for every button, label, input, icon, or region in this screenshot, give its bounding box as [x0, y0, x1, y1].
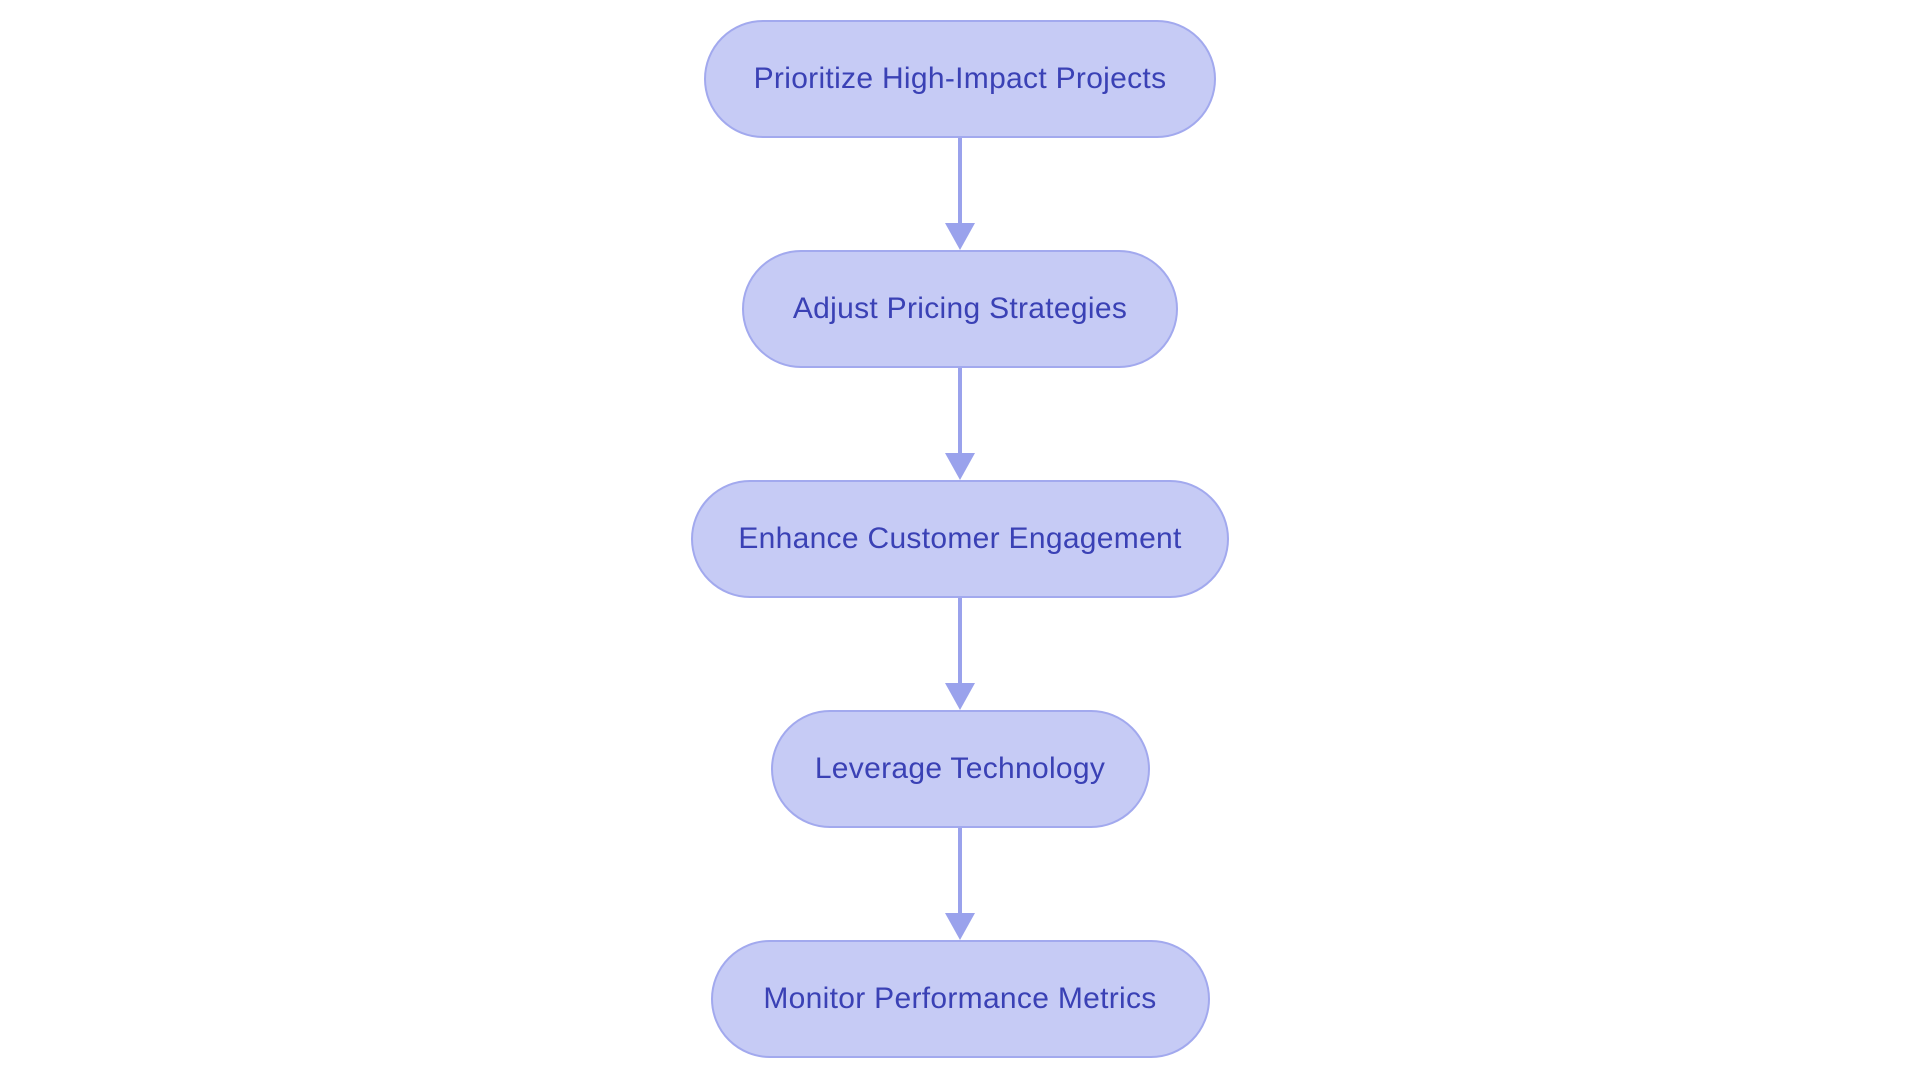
flow-node-label: Enhance Customer Engagement — [738, 522, 1182, 555]
arrow-line — [958, 828, 962, 915]
flow-arrow-n2-n3 — [944, 368, 976, 480]
flow-node-label: Monitor Performance Metrics — [763, 982, 1157, 1015]
flow-node-label: Prioritize High-Impact Projects — [753, 62, 1167, 95]
arrowhead-down-icon — [945, 453, 975, 480]
flow-node-adjust-pricing-strategies: Adjust Pricing Strategies — [742, 250, 1178, 368]
flow-node-label: Adjust Pricing Strategies — [792, 292, 1128, 325]
flow-arrow-n1-n2 — [944, 138, 976, 250]
flow-arrow-n4-n5 — [944, 828, 976, 940]
arrowhead-down-icon — [945, 223, 975, 250]
arrow-line — [958, 598, 962, 685]
arrowhead-down-icon — [945, 683, 975, 710]
flow-node-leverage-technology: Leverage Technology — [770, 710, 1150, 828]
flow-node-enhance-customer-engagement: Enhance Customer Engagement — [691, 480, 1229, 598]
flow-node-label: Leverage Technology — [814, 752, 1106, 785]
arrow-line — [958, 368, 962, 455]
arrowhead-down-icon — [945, 913, 975, 940]
flow-node-monitor-performance-metrics: Monitor Performance Metrics — [710, 940, 1210, 1058]
arrow-line — [958, 138, 962, 225]
flow-arrow-n3-n4 — [944, 598, 976, 710]
flow-node-prioritize-high-impact-projects: Prioritize High-Impact Projects — [704, 20, 1216, 138]
